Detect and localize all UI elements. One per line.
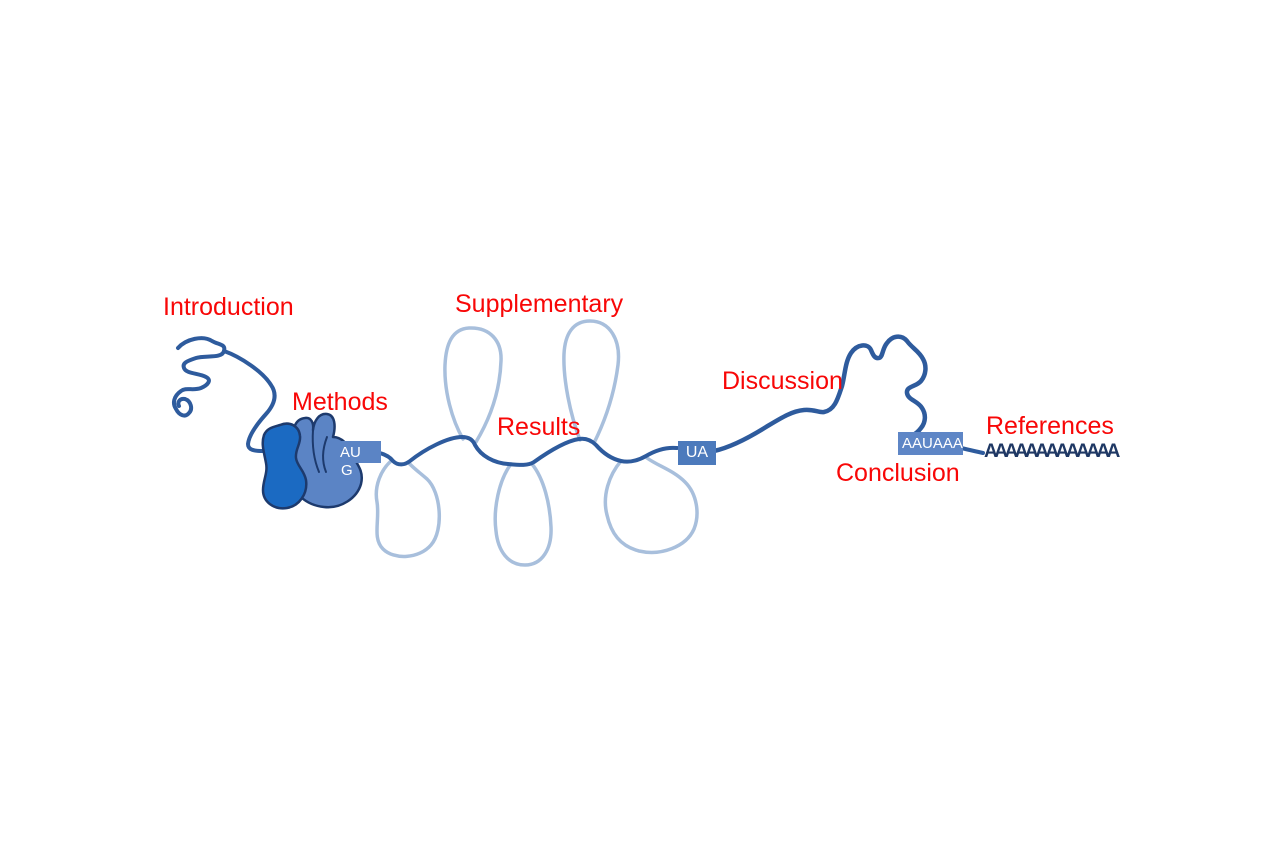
ribosome-cleft-line-1	[311, 429, 320, 473]
five-prime-utr-squiggle	[171, 336, 227, 418]
label-results: Results	[497, 413, 581, 441]
ribosome-small-subunit	[261, 422, 308, 510]
polya-signal-box: AAUAAA	[898, 432, 963, 455]
polya-signal-text: AAUAAA	[902, 435, 963, 452]
stop-codon-text: UA	[685, 444, 709, 461]
three-prime-squiggle	[711, 334, 928, 454]
stop-codon-box: UA	[678, 441, 716, 465]
label-introduction: Introduction	[163, 293, 294, 321]
intron-loop-down-1	[374, 459, 442, 559]
start-codon-text-line2: G	[341, 462, 353, 479]
intron-loop-down-3	[603, 456, 699, 555]
label-supplementary: Supplementary	[455, 290, 624, 318]
poly-a-tail-text: AAAAAAAAAAAAA	[984, 441, 1120, 462]
intron-loop-up-2	[562, 319, 621, 445]
coding-midline	[372, 435, 679, 467]
intron-loop-down-2	[493, 462, 553, 567]
label-methods: Methods	[292, 388, 388, 416]
label-conclusion: Conclusion	[836, 459, 960, 487]
label-discussion: Discussion	[722, 367, 843, 395]
label-references: References	[986, 412, 1114, 440]
start-codon-text-line1: AU	[340, 443, 361, 461]
ribosome-cleft-line-2	[322, 436, 328, 473]
start-codon-box: AU	[334, 441, 381, 463]
intron-loop-up-1	[443, 326, 503, 444]
